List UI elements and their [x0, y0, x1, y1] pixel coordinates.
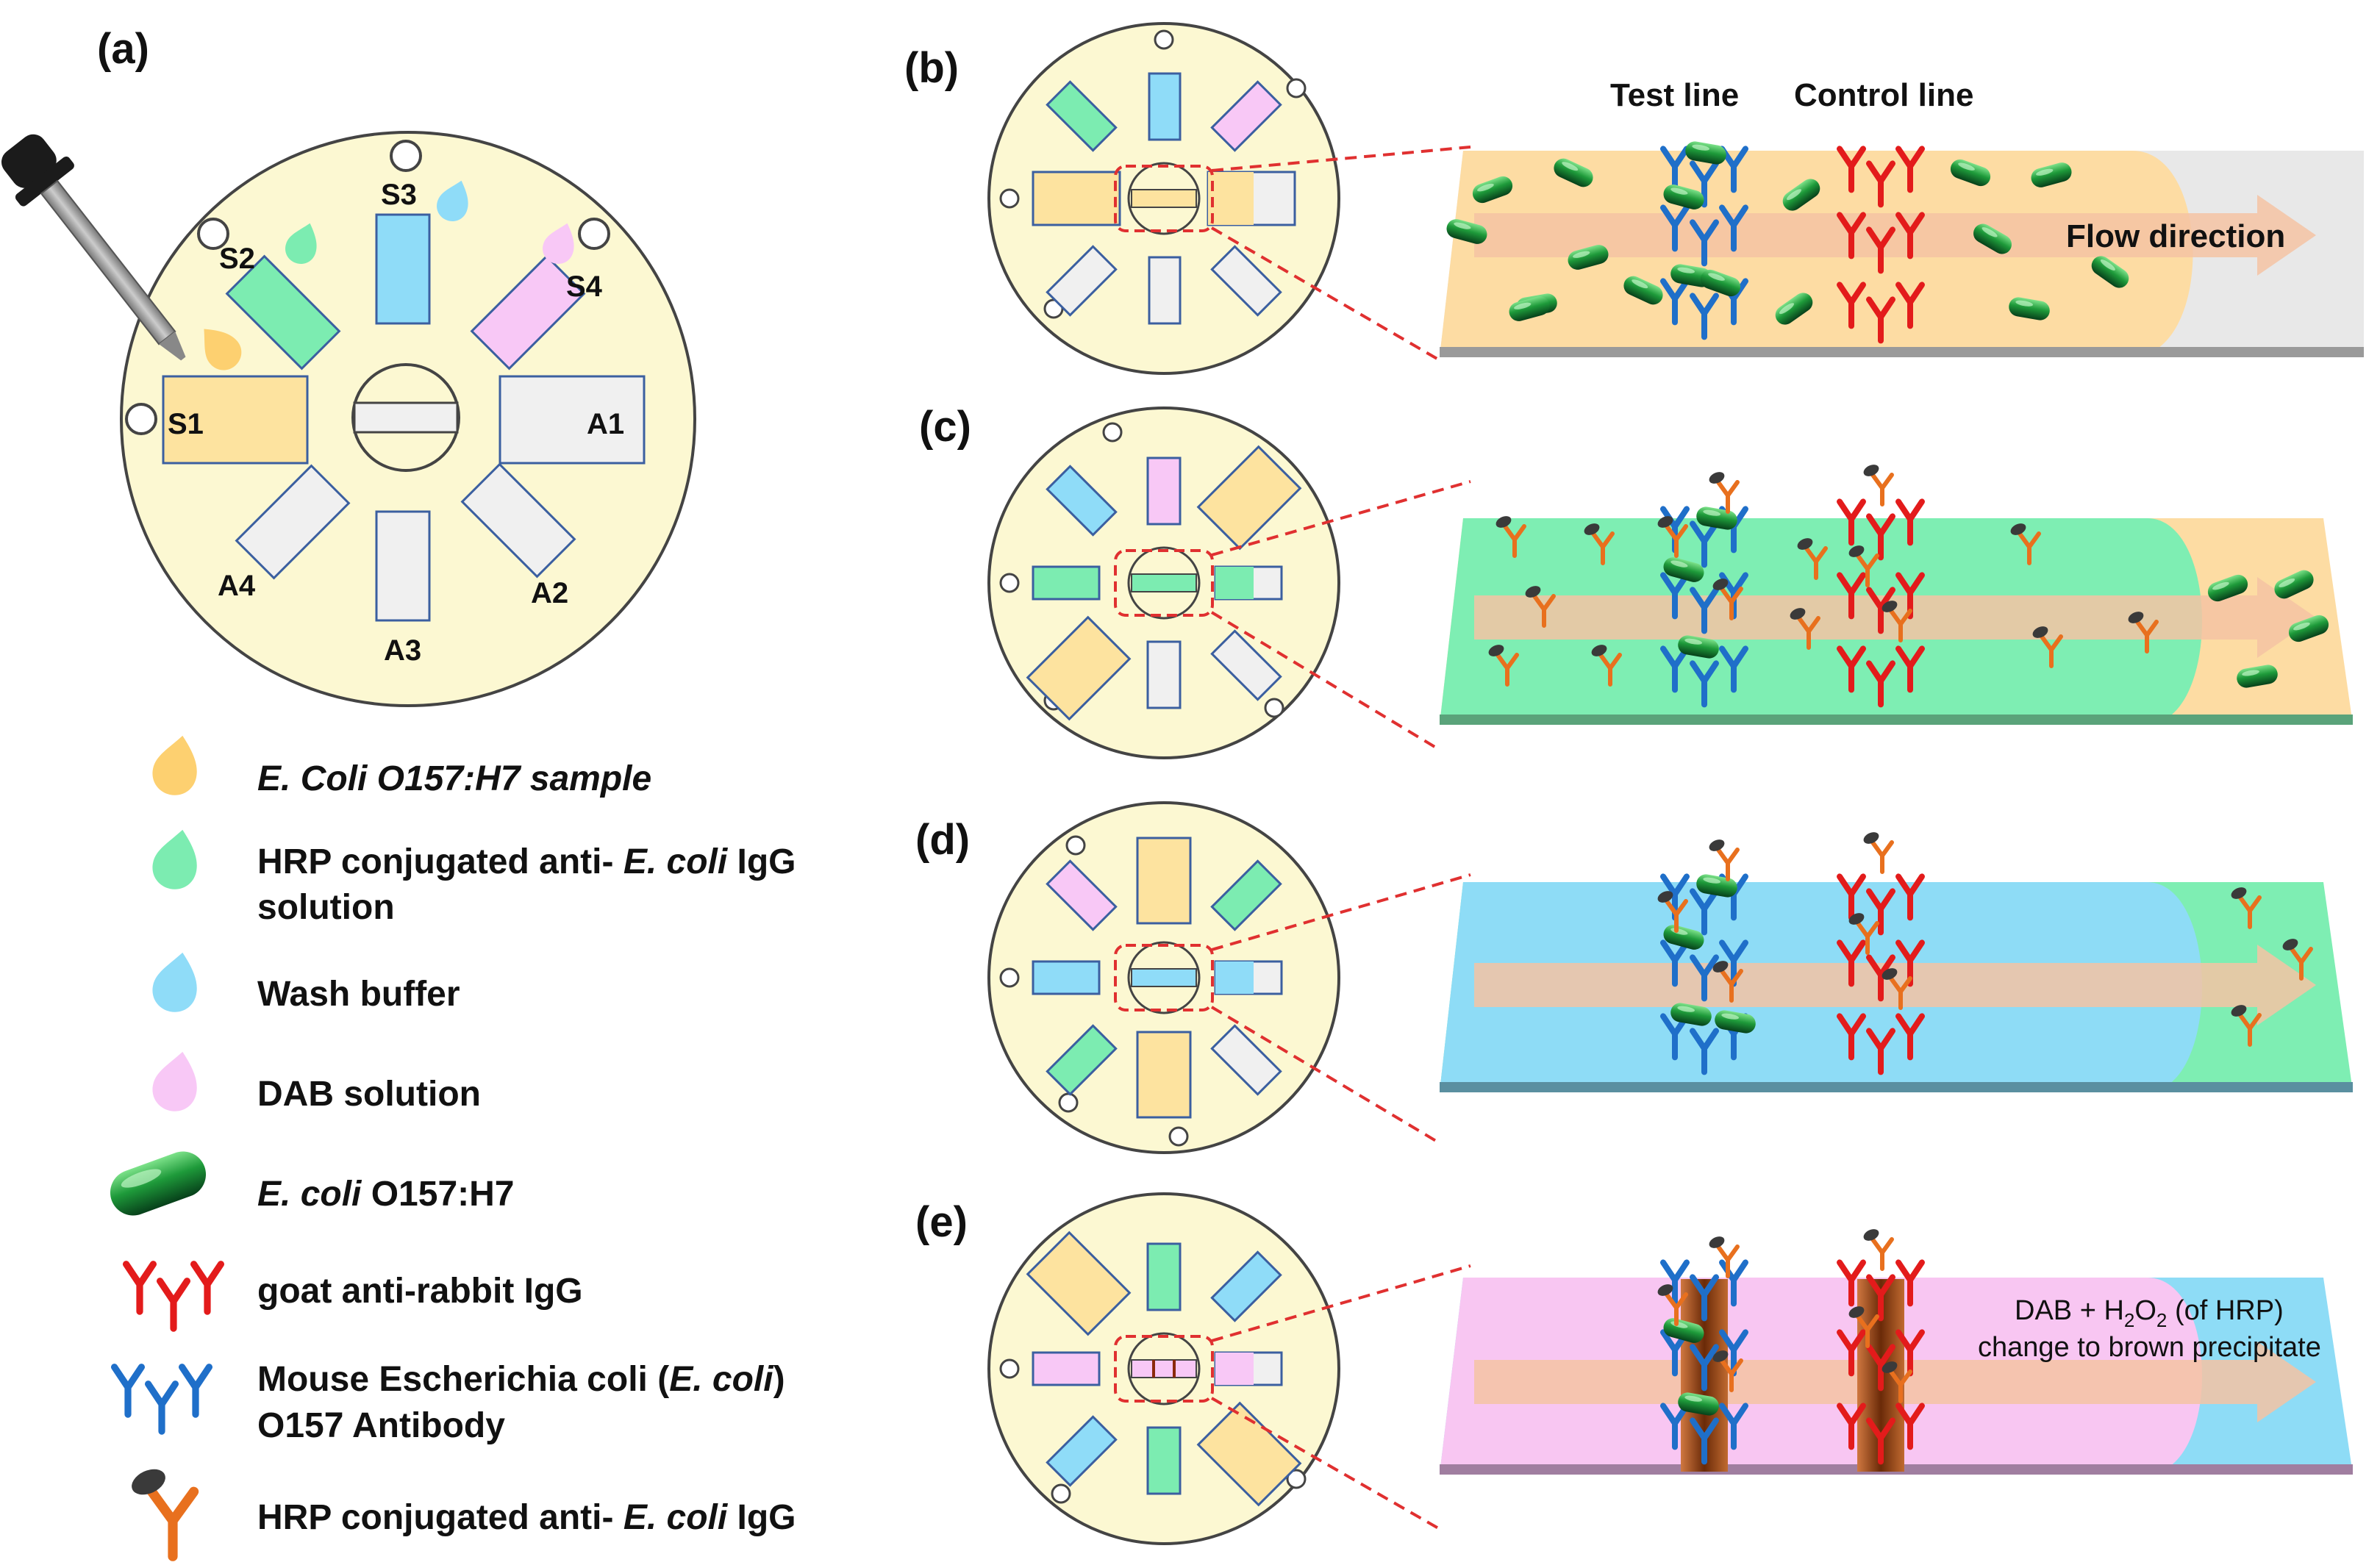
zoom-lines — [1210, 146, 1471, 1530]
antibody-icon — [126, 1264, 221, 1328]
strip-d — [1440, 830, 2353, 1092]
chamber-a3 — [375, 510, 431, 622]
chamber-a1 — [498, 375, 646, 465]
legend-goat: goat anti-rabbit IgG — [257, 1272, 583, 1311]
panel-label-e: (e) — [915, 1198, 968, 1246]
legend-mouse: Mouse Escherichia coli (E. coli) — [257, 1360, 785, 1399]
chamber-s2 — [225, 254, 341, 370]
chamber-label-a1: A1 — [587, 408, 624, 440]
chamber-label-s1: S1 — [168, 408, 204, 440]
chamber-s1 — [162, 375, 309, 465]
bacterium-icon — [104, 1145, 212, 1222]
chamber-a4 — [235, 464, 351, 580]
disc-c — [987, 407, 1340, 759]
strip-e: DAB + H2O2 (of HRP) change to brown prec… — [1440, 1227, 2353, 1475]
legend: E. Coli O157:H7 sample HRP conjugated an… — [104, 731, 796, 1557]
chamber-label-a4: A4 — [218, 570, 256, 602]
chamber-s4 — [470, 254, 586, 370]
legend-hrp-solution: HRP conjugated anti- E. coli IgG — [257, 842, 796, 881]
strip-c — [1440, 462, 2353, 725]
chamber-label-s3: S3 — [381, 179, 417, 211]
test-line-label: Test line — [1610, 77, 1739, 113]
hrp-igg-icon — [128, 1464, 194, 1556]
disc-d — [987, 801, 1340, 1154]
chamber-label-a3: A3 — [384, 634, 421, 667]
flow-direction-label: Flow direction — [2066, 218, 2285, 254]
disc-b — [987, 22, 1340, 375]
legend-hrp-solution-line2: solution — [257, 888, 395, 927]
droplet-icon — [148, 1047, 204, 1116]
dropper-icon — [1, 134, 186, 361]
droplet-icon — [148, 825, 204, 894]
droplet-icon — [148, 948, 204, 1017]
disc-a: S1 S2 S3 S4 A1 A2 A3 A4 — [120, 131, 696, 707]
panel-label-a: (a) — [97, 25, 149, 73]
legend-wash: Wash buffer — [257, 975, 460, 1014]
chamber-label-s4: S4 — [566, 271, 603, 303]
legend-dab: DAB solution — [257, 1075, 481, 1114]
chamber-label-a2: A2 — [531, 577, 568, 609]
dab-reaction-label: DAB + H2O2 (of HRP) — [2015, 1295, 2284, 1331]
disc-e — [987, 1192, 1340, 1545]
legend-hrp-igg: HRP conjugated anti- E. coli IgG — [257, 1498, 796, 1537]
panel-label-d: (d) — [915, 816, 970, 864]
dab-reaction-label-line2: change to brown precipitate — [1978, 1332, 2321, 1363]
legend-sample: E. Coli O157:H7 sample — [257, 759, 651, 798]
chamber-s3 — [375, 213, 431, 325]
antibody-icon — [115, 1367, 210, 1431]
chamber-a2 — [460, 462, 576, 579]
control-line-label: Control line — [1794, 77, 1973, 113]
legend-mouse-line2: O157 Antibody — [257, 1406, 505, 1445]
panel-label-c: (c) — [919, 403, 971, 451]
panel-label-b: (b) — [904, 44, 959, 92]
chamber-label-s2: S2 — [219, 243, 255, 275]
strip-b: Test line Control line Flow direction — [1440, 77, 2364, 357]
droplet-icon — [148, 731, 204, 800]
legend-ecoli: E. coli O157:H7 — [257, 1175, 514, 1214]
